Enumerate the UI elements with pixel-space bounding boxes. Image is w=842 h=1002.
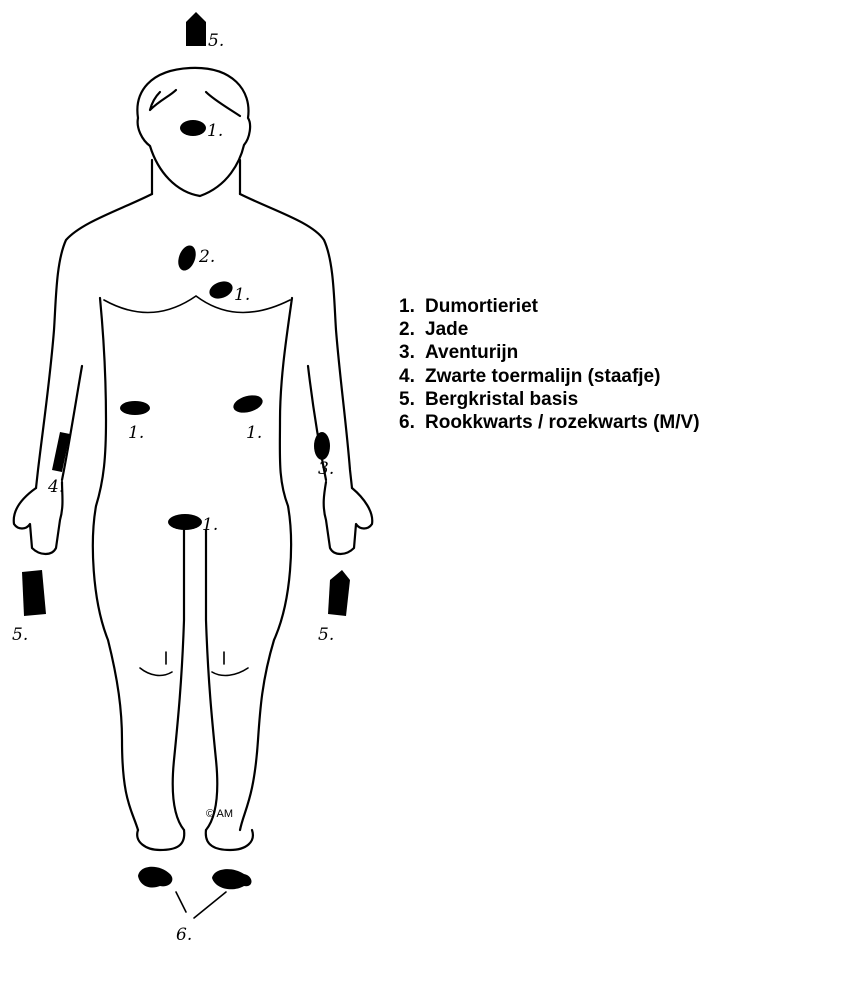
legend-item: 5.Bergkristal basis: [399, 388, 700, 411]
label-heart: 2.: [198, 247, 215, 267]
right-foot-stone: [212, 869, 252, 889]
right-kidney-stone: [231, 392, 264, 415]
legend-item: 4.Zwarte toermalijn (staafje): [399, 365, 700, 388]
chest-stone: [207, 278, 235, 301]
marker-labels: 5. 1. 2. 1. 1. 1. 4. 3. 1. 5. 5. 6.: [12, 31, 334, 945]
heart-stone: [175, 243, 199, 273]
legend-item: 1.Dumortieriet: [399, 295, 700, 318]
label-crown: 5.: [208, 31, 224, 51]
label-right-hand: 5.: [12, 625, 28, 645]
label-feet: 6.: [176, 925, 192, 945]
label-left-kidney: 1.: [128, 423, 144, 443]
forearm-aventurine: [314, 432, 330, 460]
label-left-hand: 5.: [318, 625, 334, 645]
label-right-kidney: 1.: [246, 423, 262, 443]
label-forearm-tourmaline: 4.: [47, 477, 64, 497]
label-forearm-aventurine: 3.: [318, 459, 334, 479]
left-foot-stone: [138, 867, 172, 888]
legend-item: 3.Aventurijn: [399, 341, 700, 364]
left-hand-crystal: [328, 570, 350, 616]
copyright-mark: © AM: [206, 808, 233, 820]
left-kidney-stone: [120, 401, 150, 415]
label-chest: 1.: [234, 285, 250, 305]
right-hand-crystal: [22, 570, 46, 616]
label-forehead: 1.: [207, 121, 223, 141]
legend-item: 2.Jade: [399, 318, 700, 341]
label-abdomen: 1.: [202, 515, 218, 535]
forehead-stone: [180, 120, 206, 136]
legend-item: 6.Rookkwarts / rozekwarts (M/V): [399, 411, 700, 434]
crown-crystal: [186, 12, 206, 46]
stone-legend: 1.Dumortieriet 2.Jade 3.Aventurijn 4.Zwa…: [399, 295, 700, 434]
stone-markers: [22, 12, 350, 918]
abdomen-stone: [168, 514, 202, 530]
